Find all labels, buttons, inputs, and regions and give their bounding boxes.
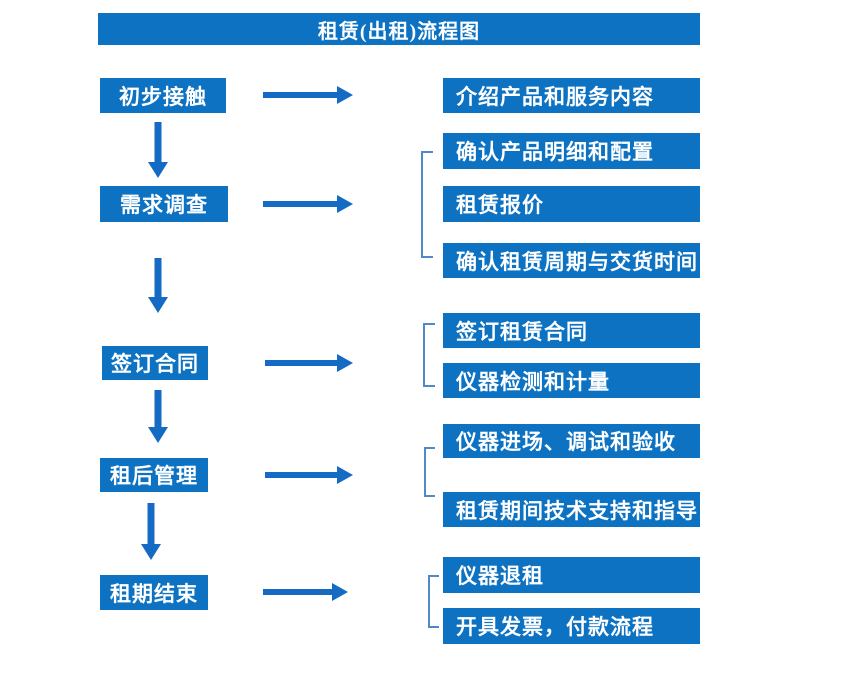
arrow-head bbox=[337, 466, 353, 484]
step-box-initial-contact: 初步接触 bbox=[100, 78, 226, 113]
detail-box-confirm-period-delivery: 确认租赁周期与交货时间 bbox=[443, 243, 700, 278]
detail-box-instrument-testing: 仪器检测和计量 bbox=[443, 363, 700, 398]
group-bracket-1 bbox=[421, 151, 433, 258]
detail-box-technical-support: 租赁期间技术支持和指导 bbox=[443, 492, 700, 527]
right-arrow-2 bbox=[263, 195, 353, 213]
arrow-head bbox=[332, 583, 348, 601]
arrow-shaft bbox=[154, 258, 162, 299]
detail-label: 仪器进场、调试和验收 bbox=[456, 430, 676, 454]
detail-label: 租赁报价 bbox=[456, 193, 544, 217]
group-bracket-4 bbox=[428, 575, 439, 628]
right-arrow-1 bbox=[263, 86, 353, 104]
detail-box-rental-quote: 租赁报价 bbox=[443, 186, 700, 222]
right-arrow-4 bbox=[265, 466, 353, 484]
down-arrow-4 bbox=[141, 503, 161, 560]
diagram-title-text: 租赁(出租)流程图 bbox=[317, 20, 481, 43]
arrow-head bbox=[141, 544, 161, 560]
detail-label: 租赁期间技术支持和指导 bbox=[456, 498, 698, 523]
arrow-head bbox=[148, 162, 168, 178]
detail-label: 确认产品明细和配置 bbox=[456, 140, 654, 164]
detail-label: 签订租赁合同 bbox=[456, 319, 588, 344]
step-box-lease-end: 租期结束 bbox=[100, 575, 208, 610]
detail-box-instrument-return: 仪器退租 bbox=[443, 557, 700, 593]
detail-label: 确认租赁周期与交货时间 bbox=[456, 249, 698, 274]
arrow-shaft bbox=[265, 472, 339, 478]
detail-box-instrument-setup-acceptance: 仪器进场、调试和验收 bbox=[443, 424, 700, 458]
arrow-head bbox=[148, 427, 168, 443]
detail-box-sign-rental-contract: 签订租赁合同 bbox=[443, 313, 700, 348]
step-box-post-rental-management: 租后管理 bbox=[100, 458, 208, 492]
step-label: 租期结束 bbox=[110, 581, 198, 606]
arrow-shaft bbox=[154, 390, 162, 429]
down-arrow-1 bbox=[148, 122, 168, 178]
arrow-shaft bbox=[154, 122, 162, 164]
arrow-shaft bbox=[263, 92, 339, 98]
step-box-demand-survey: 需求调查 bbox=[100, 186, 228, 222]
arrow-shaft bbox=[263, 589, 334, 595]
step-box-sign-contract: 签订合同 bbox=[102, 346, 208, 380]
diagram-title: 租赁(出租)流程图 bbox=[98, 13, 700, 45]
detail-label: 开具发票，付款流程 bbox=[456, 615, 654, 639]
arrow-shaft bbox=[147, 503, 155, 546]
arrow-shaft bbox=[265, 360, 339, 366]
detail-box-confirm-product-config: 确认产品明细和配置 bbox=[443, 133, 700, 169]
step-label: 初步接触 bbox=[119, 84, 207, 109]
arrow-head bbox=[337, 354, 353, 372]
down-arrow-2 bbox=[148, 258, 168, 313]
step-label: 需求调查 bbox=[120, 193, 208, 217]
arrow-shaft bbox=[263, 201, 339, 207]
right-arrow-5 bbox=[263, 583, 348, 601]
arrow-head bbox=[337, 195, 353, 213]
step-label: 租后管理 bbox=[110, 464, 198, 488]
down-arrow-3 bbox=[148, 390, 168, 443]
group-bracket-3 bbox=[424, 447, 435, 497]
detail-box-invoice-payment: 开具发票，付款流程 bbox=[443, 608, 700, 644]
right-arrow-3 bbox=[265, 354, 353, 372]
detail-box-introduce-products: 介绍产品和服务内容 bbox=[443, 78, 700, 113]
step-label: 签订合同 bbox=[111, 352, 199, 376]
detail-label: 介绍产品和服务内容 bbox=[456, 84, 654, 109]
arrow-head bbox=[148, 297, 168, 313]
detail-label: 仪器检测和计量 bbox=[456, 369, 610, 394]
group-bracket-2 bbox=[423, 323, 435, 387]
detail-label: 仪器退租 bbox=[456, 564, 544, 588]
arrow-head bbox=[337, 86, 353, 104]
